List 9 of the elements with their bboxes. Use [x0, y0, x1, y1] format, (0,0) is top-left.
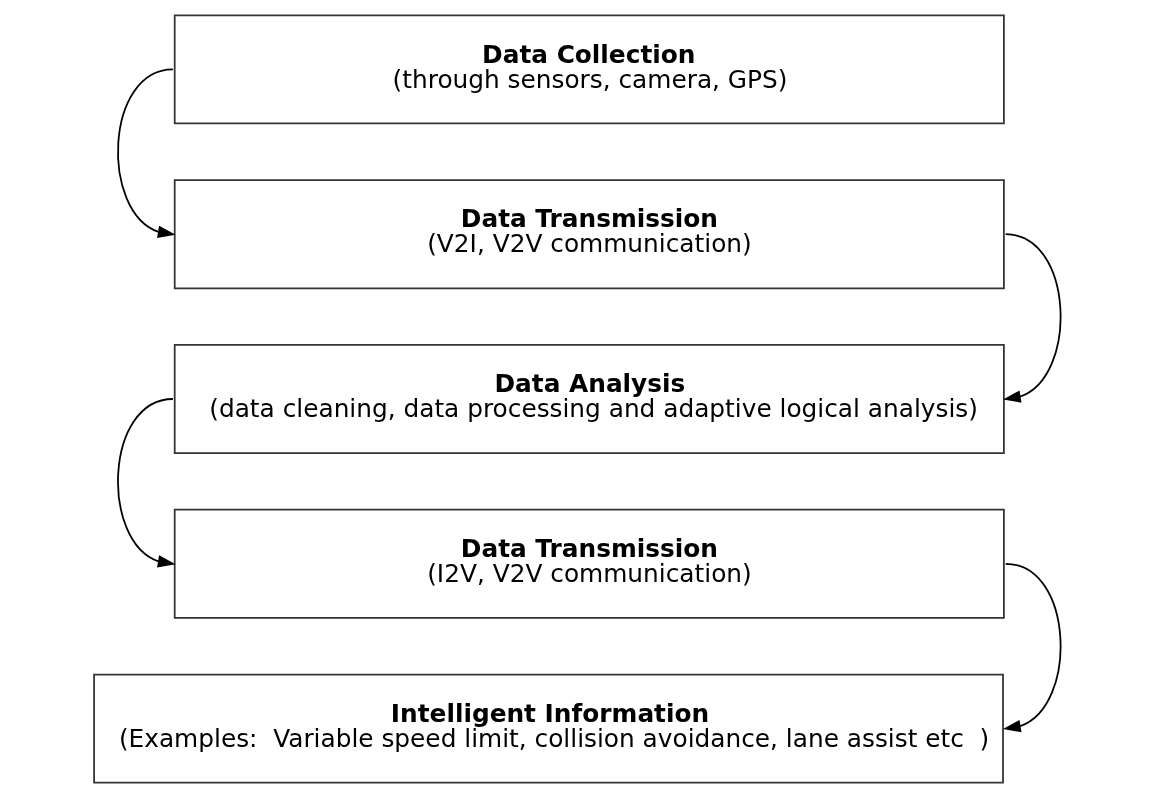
arrow [116, 398, 176, 568]
node-box: Data Collection (through sensors, camera, GPS) [173, 14, 1005, 125]
node-box: Intelligent Information (Examples: Variable speed limit, collision avoidance, lane assist etc ) [92, 673, 1004, 784]
node-box: Data Analysis (data cleaning, data processing and adaptive logical analysis) [173, 344, 1005, 454]
arrow [116, 68, 176, 238]
arrow [1002, 233, 1061, 403]
node-box: Data Transmission (V2I, V2V communication) [173, 179, 1005, 290]
node-box: Data Transmission (I2V, V2V communication) [173, 508, 1005, 619]
arrow [1002, 562, 1061, 733]
